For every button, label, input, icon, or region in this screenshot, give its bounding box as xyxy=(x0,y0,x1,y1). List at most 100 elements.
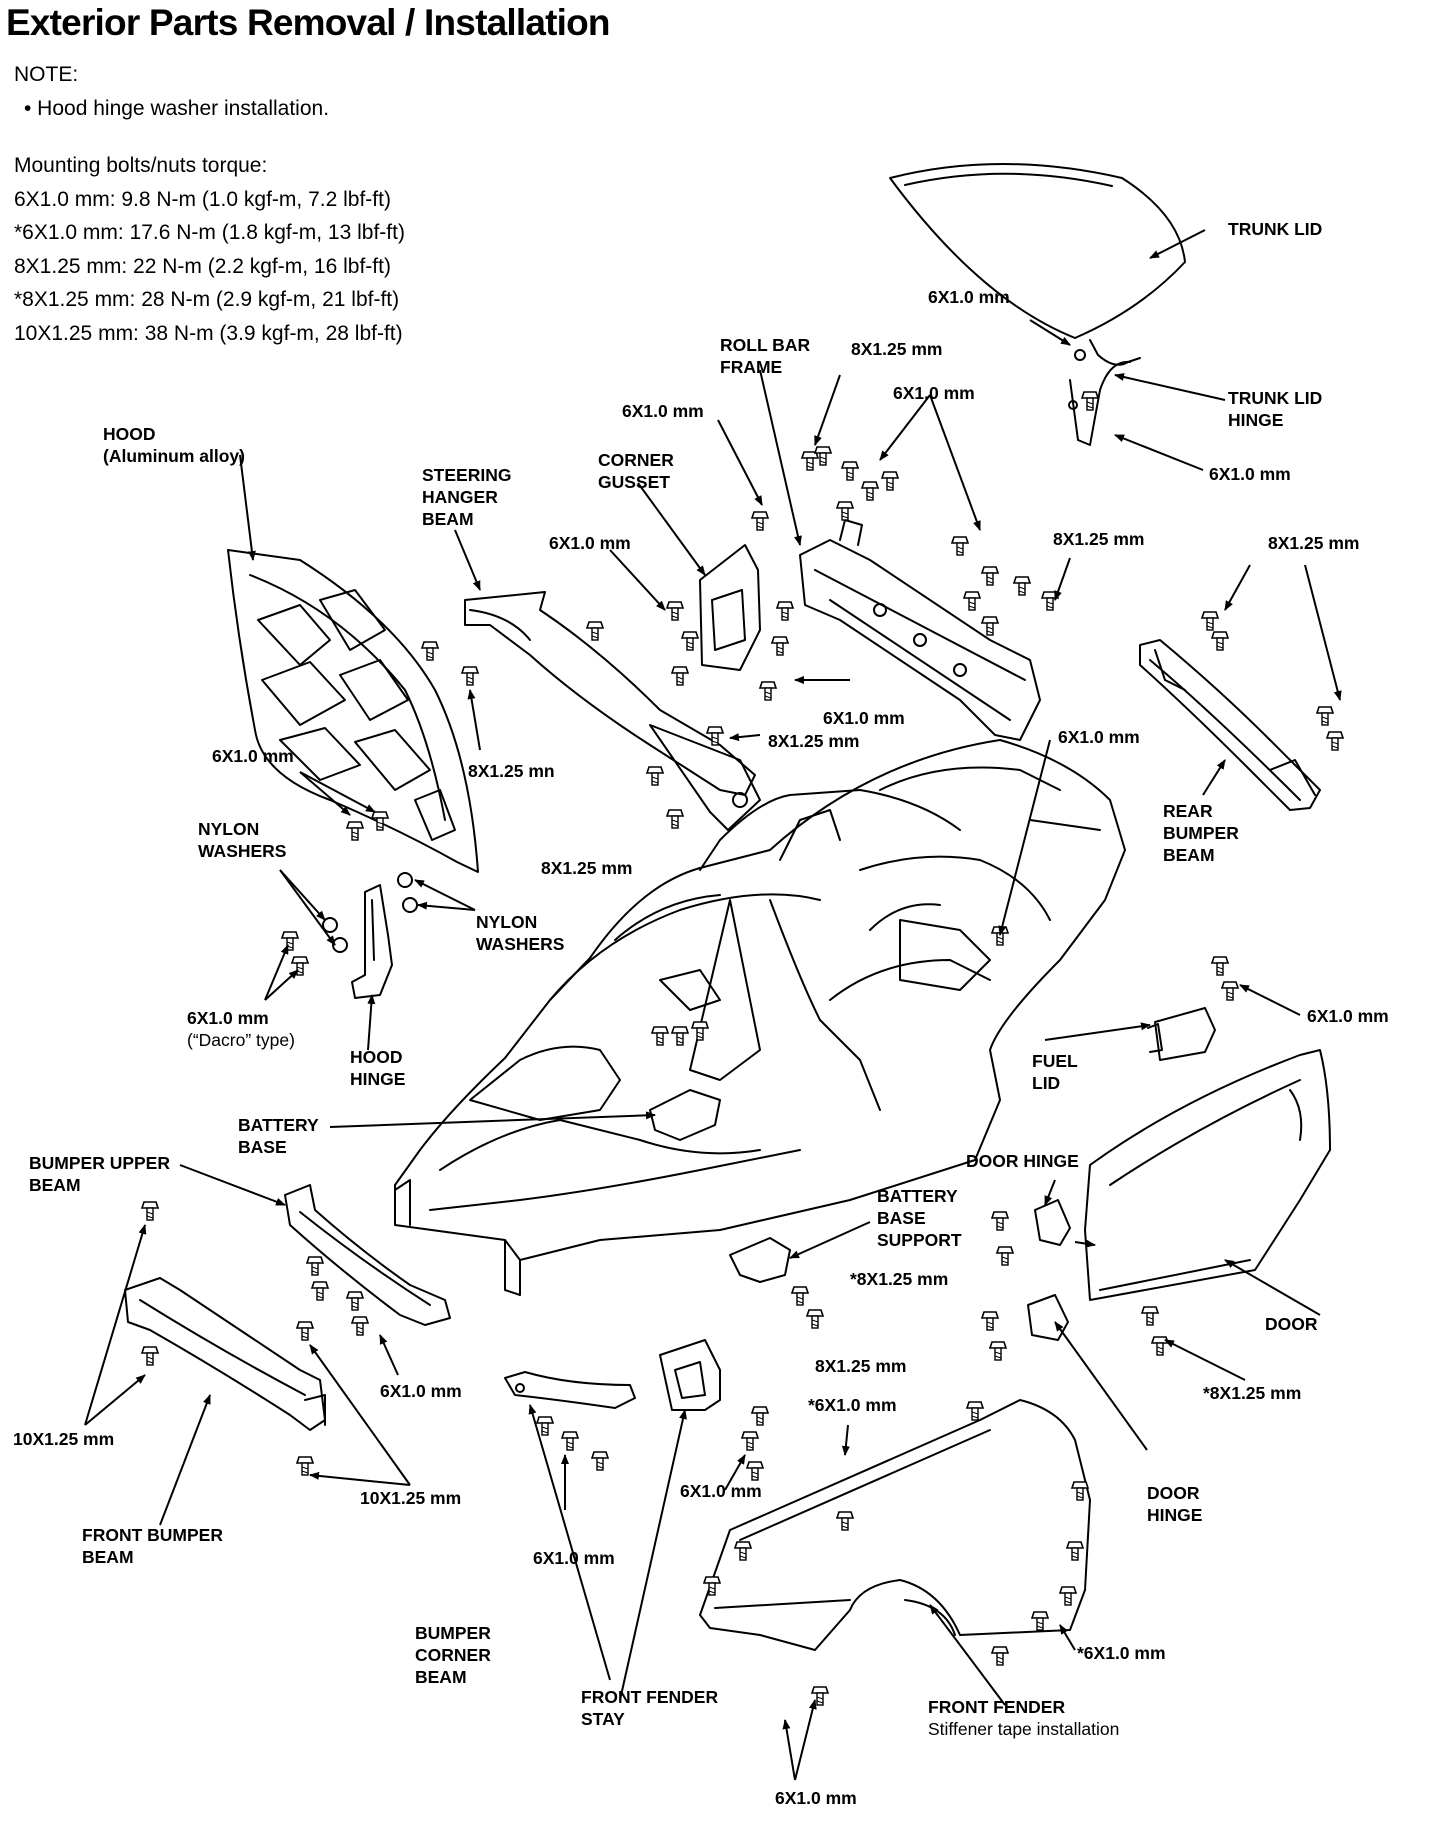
label-text: 6X1.0 mm xyxy=(380,1381,462,1401)
note-bullet: • Hood hinge washer installation. xyxy=(24,96,330,120)
fastener-fender-right-star-6x10: *6X1.0 mm xyxy=(1077,1642,1166,1664)
label-text: 6X1.0 mm xyxy=(775,1788,857,1808)
fastener-front-10x125-bottom: 10X1.25 mm xyxy=(360,1487,461,1509)
label-text: BATTERY xyxy=(238,1115,319,1135)
label-text: 10X1.25 mm xyxy=(13,1429,115,1449)
car-body-part xyxy=(394,739,1126,1296)
front-bumper-beam-part xyxy=(124,1277,326,1431)
fastener-support-8x125: 8X1.25 mm xyxy=(815,1355,906,1377)
label-text: GUSSET xyxy=(598,472,670,492)
label-text: BEAM xyxy=(82,1547,134,1567)
fastener-roll-8x125: 8X1.25 mm xyxy=(851,338,942,360)
label-text: *8X1.25 mm xyxy=(850,1269,949,1289)
label-text: 6X1.0 mm xyxy=(1307,1006,1389,1026)
battery-base-support-part xyxy=(729,1237,791,1283)
label-text: BEAM xyxy=(29,1175,81,1195)
bumper-upper-beam-part xyxy=(284,1184,451,1326)
label-text: NYLON xyxy=(198,819,260,839)
label-text: 6X1.0 mm xyxy=(622,401,704,421)
front-fender-stay-part xyxy=(659,1339,721,1411)
fastener-dacro-6x10: 6X1.0 mm(“Dacro” type) xyxy=(187,1007,295,1051)
fastener-fender-top-star-6x10: *6X1.0 mm xyxy=(808,1394,897,1416)
fastener-fender-bottom-6x10: 6X1.0 mm xyxy=(775,1787,857,1809)
label-text: 8X1.25 mm xyxy=(1268,533,1360,553)
roll-bar-frame-part xyxy=(799,519,1041,741)
door-hinge-top-part xyxy=(1034,1199,1071,1246)
label-text: 6X1.0 mm xyxy=(1058,727,1140,747)
label-text: BASE xyxy=(877,1208,926,1228)
label-text: BATTERY xyxy=(877,1186,958,1206)
fastener-right-body-6x10: 6X1.0 mm xyxy=(1058,726,1140,748)
label-text: STAY xyxy=(581,1709,625,1729)
label-text: 6X1.0 mm xyxy=(212,746,294,766)
steering-hanger-beam-part xyxy=(464,591,761,831)
label-text: FRAME xyxy=(720,357,783,377)
label-text: HINGE xyxy=(1228,410,1284,430)
fuel-lid-part xyxy=(1147,1007,1216,1061)
fastener-upper-beam-6x10: 6X1.0 mm xyxy=(380,1380,462,1402)
label-text: SUPPORT xyxy=(877,1230,962,1250)
hood-part xyxy=(227,549,479,873)
label-text: BUMPER xyxy=(1163,823,1239,843)
page-title: Exterior Parts Removal / Installation xyxy=(6,2,611,43)
fastener-hanger-bottom-8x125: 8X1.25 mm xyxy=(541,857,632,879)
front-fender-part xyxy=(699,1399,1091,1651)
label-text: 6X1.0 mm xyxy=(928,287,1010,307)
label-text: HANGER xyxy=(422,487,498,507)
fastener-rear-bumper-8x125: 8X1.25 mm xyxy=(1268,532,1359,554)
label-text: *6X1.0 mm xyxy=(808,1395,897,1415)
fastener-front-10x125-left: 10X1.25 mm xyxy=(13,1428,114,1450)
fastener-hood-6x10: 6X1.0 mm xyxy=(212,745,294,767)
torque-spec: 10X1.25 mm: 38 N-m (3.9 kgf-m, 28 lbf-ft… xyxy=(14,321,403,345)
label-text: TRUNK LID xyxy=(1228,388,1323,408)
torque-spec: 8X1.25 mm: 22 N-m (2.2 kgf-m, 16 lbf-ft) xyxy=(14,254,391,278)
fastener-under-rollbar-6x10: 6X1.0 mm xyxy=(823,707,905,729)
label-text: *8X1.25 mm xyxy=(1203,1383,1302,1403)
corner-gusset-part xyxy=(699,544,761,671)
label-text: (“Dacro” type) xyxy=(187,1030,295,1050)
fastener-gusset-6x10: 6X1.0 mm xyxy=(622,400,704,422)
label-text: 6X1.0 mm xyxy=(187,1008,269,1028)
label-text: HOOD xyxy=(350,1047,403,1067)
fastener-hanger-right-8x125: 8X1.25 mm xyxy=(768,730,859,752)
label-text: DOOR HINGE xyxy=(966,1151,1079,1171)
battery-base-part xyxy=(649,1089,721,1141)
label-door: DOOR xyxy=(1265,1313,1318,1335)
label-text: WASHERS xyxy=(476,934,565,954)
label-text: HOOD xyxy=(103,424,156,444)
label-text: 6X1.0 mm xyxy=(1209,464,1291,484)
notes-block: NOTE: • Hood hinge washer installation. … xyxy=(14,58,405,350)
label-text: DOOR xyxy=(1265,1314,1318,1334)
label-text: BEAM xyxy=(1163,845,1215,865)
label-text: HINGE xyxy=(350,1069,406,1089)
label-door-hinge-top: DOOR HINGE xyxy=(966,1150,1079,1172)
label-trunk-lid: TRUNK LID xyxy=(1228,218,1322,240)
label-text: 8X1.25 mm xyxy=(768,731,860,751)
trunk-lid-part xyxy=(889,163,1186,339)
fastener-trunk-hinge-6x10: 6X1.0 mm xyxy=(1209,463,1291,485)
note-heading: NOTE: xyxy=(14,63,79,86)
label-text: 8X1.25 mn xyxy=(468,761,555,781)
label-text: 8X1.25 mm xyxy=(1053,529,1145,549)
fastener-roll-6x10: 6X1.0 mm xyxy=(893,382,975,404)
trunk-lid-hinge-part xyxy=(1068,339,1141,446)
label-text: Stiffener tape installation xyxy=(928,1719,1120,1739)
label-text: LID xyxy=(1032,1073,1061,1093)
bumper-corner-beam-part xyxy=(504,1371,636,1409)
fastener-corner-6x10: 6X1.0 mm xyxy=(533,1547,615,1569)
fastener-hanger-left-8x125: 8X1.25 mn xyxy=(468,760,555,782)
label-text: BEAM xyxy=(415,1667,467,1687)
